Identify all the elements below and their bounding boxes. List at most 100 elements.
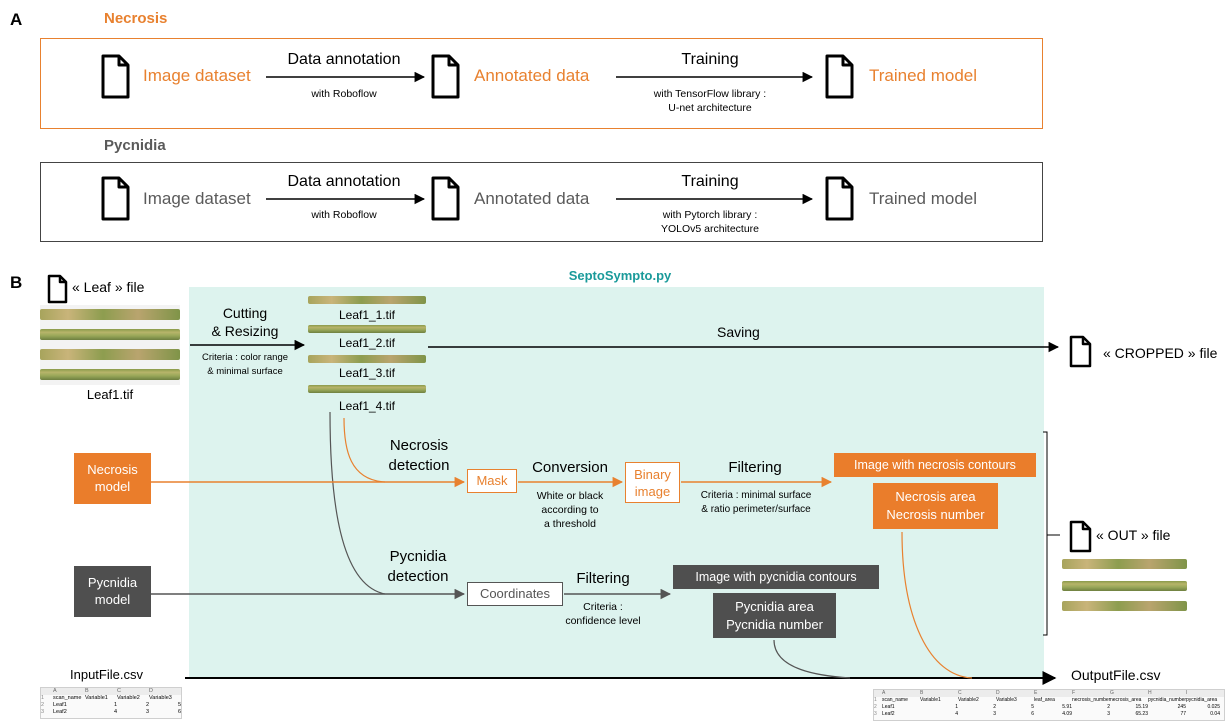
table-cell: Leaf1 [53, 702, 67, 708]
file-icon [1069, 520, 1092, 553]
table-cell: 3 [993, 711, 996, 717]
necrosis-annotated-data: Annotated data [474, 66, 590, 85]
saving-label: Saving [717, 324, 760, 340]
pycnidia-filter-criteria-1: Criteria : [583, 601, 623, 613]
table-cell: 77 [1180, 711, 1186, 717]
connector [343, 417, 386, 483]
pycnidia-model-box: Pycnidia model [74, 566, 151, 617]
table-cell: 1 [955, 704, 958, 710]
table-cell: Variable1 [85, 695, 108, 701]
necrosis-image-dataset: Image dataset [143, 66, 251, 85]
table-cell: Variable1 [920, 697, 941, 703]
input-col: C [117, 688, 121, 694]
table-cell: 5 [177, 702, 181, 708]
pycnidia-trained-model: Trained model [869, 189, 978, 208]
table-cell: Variable2 [958, 697, 979, 703]
crop-label-3: Leaf1_3.tif [338, 366, 396, 380]
panel-a-letter: A [10, 10, 23, 29]
output-file-label: OutputFile.csv [1071, 667, 1161, 683]
file-icon [101, 54, 130, 99]
table-row: 3 Leaf2 4 3 6 [41, 709, 181, 715]
file-icon [1069, 335, 1092, 368]
connector [329, 411, 386, 595]
output-col: D [996, 690, 1000, 696]
crop-image-4 [308, 385, 426, 393]
output-col: F [1072, 690, 1076, 696]
crop-image-2 [308, 325, 426, 333]
cutting-criteria-2: & minimal surface [207, 366, 283, 377]
file-icon [47, 274, 68, 304]
necrosis-filtering-label: Filtering [728, 459, 782, 476]
necrosis-area-label: Necrosis area [895, 489, 976, 504]
file-icon [825, 54, 854, 99]
pycnidia-filter-criteria-2: confidence level [565, 615, 641, 627]
table-cell: 5.91 [1062, 704, 1072, 710]
table-cell: 0.04 [1210, 711, 1220, 717]
input-col: B [85, 688, 89, 694]
input-col: A [53, 688, 57, 694]
output-col: C [958, 690, 962, 696]
pycnidia-training-box [40, 162, 1043, 242]
script-name: SeptoSympto.py [568, 268, 672, 283]
table-cell: scan_name [882, 697, 908, 703]
panel-b-letter: B [10, 273, 23, 292]
necrosis-stats-box: Necrosis area Necrosis number [873, 483, 998, 529]
table-cell: 65.23 [1135, 711, 1148, 717]
leaf-file-label: « Leaf » file [72, 279, 145, 295]
output-table: A B C D E F G H I 1 scan_name Variable1 … [873, 689, 1225, 721]
connector [901, 531, 973, 679]
table-cell: 245 [1177, 704, 1186, 710]
binary-image-box: Binary image [625, 462, 680, 503]
table-cell: 4.09 [1062, 711, 1072, 717]
pycnidia-detection-2: detection [387, 568, 449, 585]
table-cell: 6 [1031, 711, 1034, 717]
table-row: 3 Leaf2 4 3 6 4.09 3 65.23 77 0.04 [874, 711, 1220, 717]
table-row: 1 scan_name Variable1 Variable2 Variable… [41, 695, 181, 702]
output-table-header: A B C D E F G H I [874, 690, 1224, 697]
pycnidia-filtering-label: Filtering [576, 570, 630, 587]
pycnidia-annotation-label: Data annotation [287, 173, 401, 190]
conversion-detail-1: White or black [536, 490, 604, 502]
file-icon [825, 176, 854, 221]
table-cell: 4 [113, 709, 117, 715]
table-cell: 4 [955, 711, 958, 717]
table-cell: 2 [145, 702, 149, 708]
pycnidia-image-dataset: Image dataset [143, 189, 251, 208]
pycnidia-training-label: Training [681, 173, 739, 190]
input-table-header: A B C D [41, 688, 181, 695]
table-cell: 2 [993, 704, 996, 710]
crop-label-1: Leaf1_1.tif [338, 308, 396, 322]
pycnidia-area-label: Pycnidia area [735, 599, 814, 614]
necrosis-contours-box: Image with necrosis contours [834, 453, 1036, 477]
necrosis-detection-2: detection [388, 457, 450, 474]
necrosis-training-detail-1: with TensorFlow library : [653, 88, 767, 100]
table-cell: Variable3 [149, 695, 172, 701]
output-col: E [1034, 690, 1038, 696]
table-cell: necrosis_number [1072, 697, 1111, 703]
necrosis-detection-1: Necrosis [389, 437, 449, 454]
necrosis-filter-criteria-2: & ratio perimeter/surface [701, 504, 811, 515]
necrosis-training-detail-2: U-net architecture [668, 102, 752, 114]
necrosis-model-box: Necrosis model [74, 453, 151, 504]
table-cell: 6 [177, 709, 181, 715]
crop-image-3 [308, 355, 426, 363]
mask-box: Mask [467, 469, 517, 493]
input-col: D [149, 688, 153, 694]
crop-label-4: Leaf1_4.tif [338, 399, 396, 413]
out-leaf-images [1062, 557, 1187, 613]
conversion-label: Conversion [532, 459, 608, 476]
table-cell: 0.025 [1207, 704, 1220, 710]
cutting-label-1: Cutting [222, 305, 268, 321]
connector [773, 639, 851, 679]
table-cell: 5 [1031, 704, 1034, 710]
output-col: G [1110, 690, 1114, 696]
table-cell: Variable3 [996, 697, 1017, 703]
table-cell: Leaf2 [882, 711, 895, 717]
table-cell: 2 [1107, 704, 1110, 710]
coordinates-box: Coordinates [467, 582, 563, 606]
pycnidia-detection-1: Pycnidia [389, 548, 447, 565]
table-row: 2 Leaf1 1 2 5 [41, 702, 181, 708]
table-row: 2 Leaf1 1 2 5 5.91 2 15.19 245 0.025 [874, 704, 1220, 710]
table-cell: leaf_area [1034, 697, 1055, 703]
conversion-detail-2: according to [541, 504, 599, 516]
